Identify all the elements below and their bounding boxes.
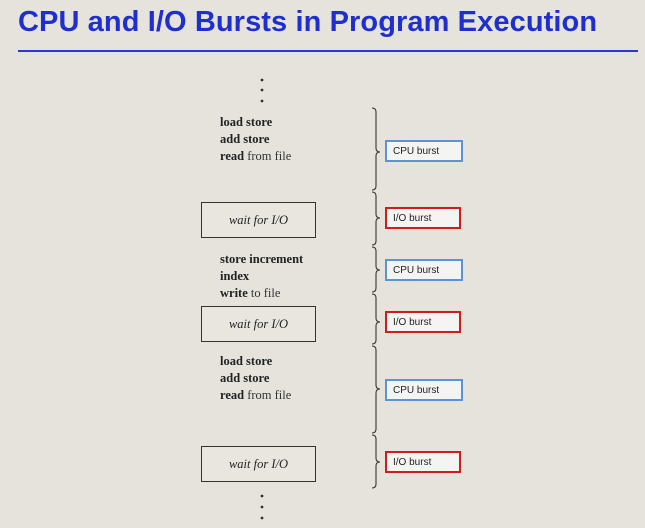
slide-title: CPU and I/O Bursts in Program Execution xyxy=(18,6,598,38)
io-burst-label: I/O burst xyxy=(385,311,461,333)
brace-4 xyxy=(371,293,381,345)
brace-3 xyxy=(371,246,381,293)
code-line: index xyxy=(220,269,250,283)
ellipsis-top xyxy=(260,78,264,103)
wait-for-io-box: wait for I/O xyxy=(201,306,316,342)
code-line: write to file xyxy=(220,286,281,300)
wait-for-io-box: wait for I/O xyxy=(201,446,316,482)
io-burst-label: I/O burst xyxy=(385,207,461,229)
code-line: add store xyxy=(220,371,270,385)
code-line: store increment xyxy=(220,252,304,266)
cpu-burst-label: CPU burst xyxy=(385,140,463,162)
brace-2 xyxy=(371,191,381,246)
code-line: load store xyxy=(220,115,273,129)
wait-for-io-box: wait for I/O xyxy=(201,202,316,238)
code-line: read from file xyxy=(220,149,292,163)
brace-1 xyxy=(371,107,381,191)
code-line: read from file xyxy=(220,388,292,402)
ellipsis-bottom xyxy=(260,494,264,520)
io-burst-label: I/O burst xyxy=(385,451,461,473)
brace-5 xyxy=(371,345,381,434)
code-line: load store xyxy=(220,354,273,368)
brace-6 xyxy=(371,434,381,489)
cpu-burst-label: CPU burst xyxy=(385,379,463,401)
title-underline xyxy=(18,50,638,52)
cpu-burst-label: CPU burst xyxy=(385,259,463,281)
code-line: add store xyxy=(220,132,270,146)
